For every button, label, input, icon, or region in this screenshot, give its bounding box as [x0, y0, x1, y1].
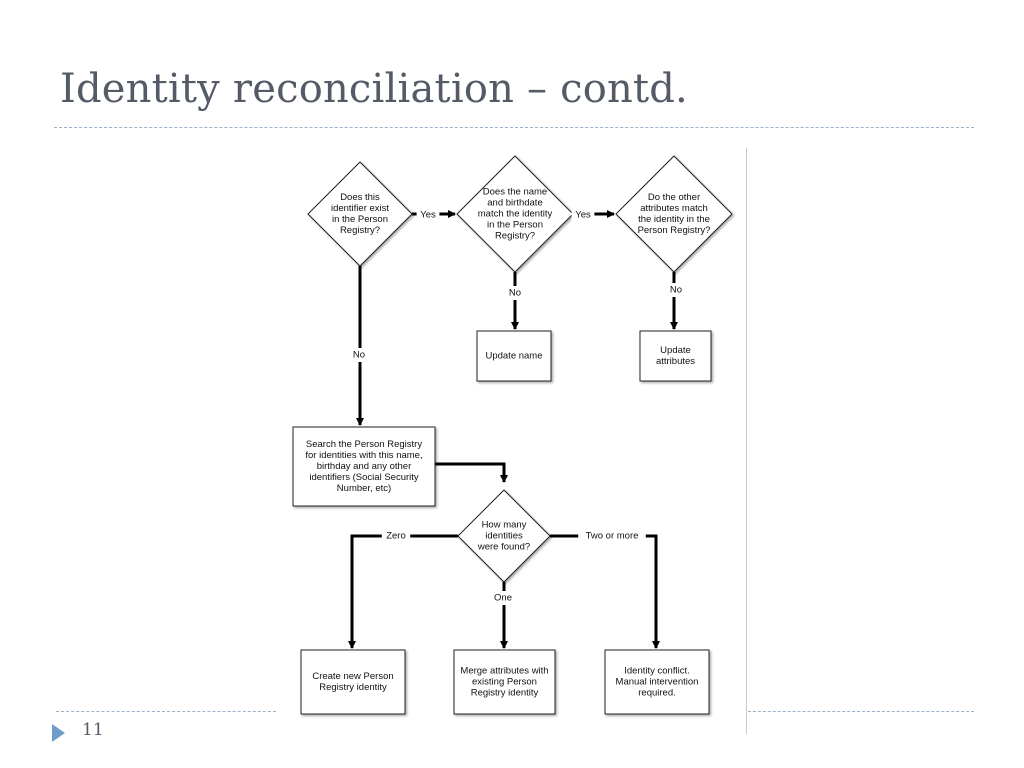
node-label-line: attributes: [656, 356, 695, 367]
edge-label-exists-yes: Yes: [420, 210, 436, 221]
node-label-line: were found?: [477, 542, 530, 553]
process-box: [453, 649, 556, 715]
node-label-line: identities: [485, 531, 523, 542]
footer-triangle-icon: [52, 724, 65, 742]
node-label-line: Registry identity: [471, 688, 539, 699]
edge-label-background: [491, 591, 515, 605]
edge-label-attr-no: No: [670, 285, 682, 296]
node-label-line: Do the other: [648, 192, 700, 203]
footer-divider-left: [56, 711, 276, 712]
edge-label-zero: Zero: [386, 531, 406, 542]
diagram-panel-border: [746, 148, 747, 734]
node-label-line: Merge attributes with: [460, 666, 548, 677]
title-divider: [54, 127, 974, 128]
process-box: [604, 649, 710, 715]
edge-zero: [348, 534, 458, 649]
edge-label-name-no: No: [509, 288, 521, 299]
node-label-line: and birthdate: [487, 198, 542, 209]
page-number: 11: [82, 720, 104, 740]
footer-divider-right: [748, 711, 974, 712]
edge-label-exists-no: No: [353, 350, 365, 361]
edge-label-one: One: [494, 593, 512, 604]
node-label-line: birthday and any other: [317, 461, 412, 472]
node-update-name: Update name: [476, 330, 552, 382]
process-box: [300, 649, 406, 715]
edge-label-background: [381, 529, 411, 543]
edge-label-name-yes: Yes: [575, 210, 591, 221]
node-label-line: Registry?: [495, 231, 535, 242]
node-label-line: Update: [660, 345, 691, 356]
edge-two-more: [550, 534, 660, 649]
node-label-line: required.: [638, 688, 676, 699]
node-label-line: How many: [482, 520, 527, 531]
node-label: Update name: [485, 351, 542, 362]
edge-label-background: [667, 283, 685, 297]
node-label-line: Manual intervention: [616, 677, 699, 688]
edge-label-two-more: Two or more: [586, 531, 639, 542]
node-label-line: in the Person: [487, 220, 543, 231]
node-label-line: the identity in the: [638, 214, 710, 225]
node-label-line: Identity conflict.: [624, 666, 689, 677]
edge-label-background: [350, 348, 368, 362]
node-label-line: match the identity: [478, 209, 553, 220]
slide-title: Identity reconciliation – contd.: [60, 66, 688, 112]
node-label-line: Registry identity: [319, 682, 387, 693]
edge-search-next: [435, 462, 508, 483]
node-label-line: Registry?: [340, 225, 380, 236]
node-label-line: attributes match: [640, 203, 708, 214]
process-box: [292, 426, 436, 507]
node-label-line: identifier exist: [331, 203, 389, 214]
edge-label-background: [571, 208, 595, 222]
node-label-line: Person Registry?: [638, 225, 711, 236]
decision-diamond: [456, 155, 574, 273]
decision-diamond: [307, 161, 413, 267]
node-label-line: existing Person: [472, 677, 537, 688]
process-box: [476, 330, 552, 382]
node-label-line: Create new Person: [312, 671, 393, 682]
node-label-line: Search the Person Registry: [306, 439, 422, 450]
node-label-line: Number, etc): [337, 483, 391, 494]
edge-label-background: [506, 286, 524, 300]
edge-label-background: [416, 208, 440, 222]
decision-diamond: [615, 155, 733, 273]
node-label-line: identifiers (Social Security: [309, 472, 419, 483]
node-label-line: Update name: [485, 351, 542, 362]
node-label-line: Does this: [340, 192, 380, 203]
node-label-line: Does the name: [483, 187, 547, 198]
edge-label-background: [578, 529, 646, 543]
decision-diamond: [457, 489, 551, 583]
process-box: [639, 330, 712, 382]
node-label-line: for identities with this name,: [305, 450, 422, 461]
node-label-line: in the Person: [332, 214, 388, 225]
